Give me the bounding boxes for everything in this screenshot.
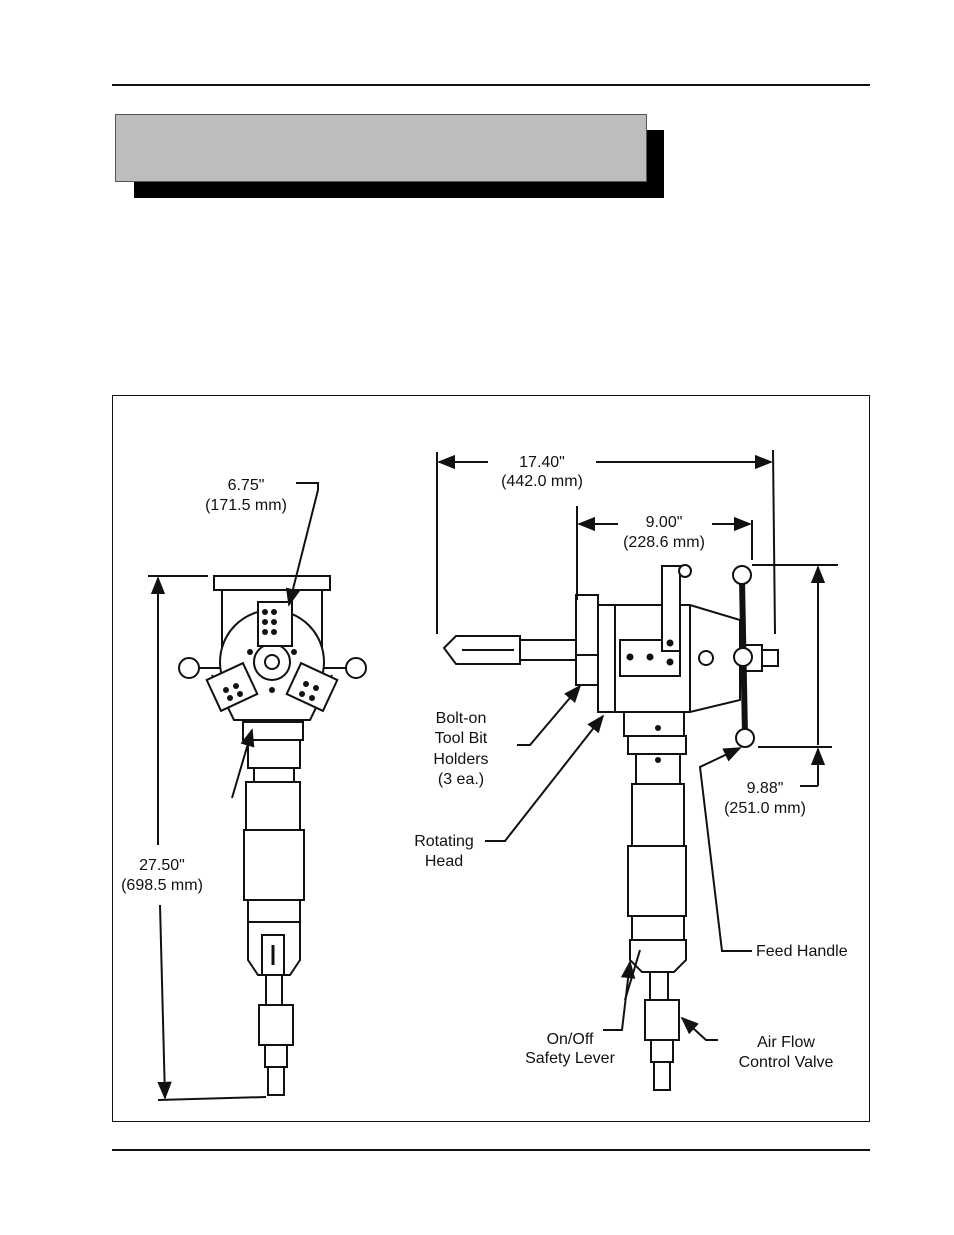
body-length-value: 9.00" — [646, 514, 683, 531]
front-view-drawing — [178, 575, 367, 1096]
front-width-value: 6.75" — [228, 477, 265, 494]
tool-bit-holders-line-2: Tool Bit — [435, 730, 488, 747]
callout-air-valve: Air Flow Control Valve — [680, 1016, 834, 1071]
figure-frame — [112, 395, 870, 1122]
feed-handle-label: Feed Handle — [756, 943, 848, 960]
front-view-bolt-holes — [223, 609, 319, 701]
overall-height-metric: (698.5 mm) — [121, 877, 203, 894]
side-view-drawing — [442, 564, 779, 1091]
handle-height-metric: (251.0 mm) — [724, 800, 806, 817]
title-bar — [115, 114, 647, 182]
callout-feed-handle: Feed Handle — [698, 747, 848, 960]
air-valve-line-2: Control Valve — [739, 1054, 834, 1071]
tool-bit-holders-line-4: (3 ea.) — [438, 771, 484, 788]
dimension-overall-height: 27.50" (698.5 mm) — [121, 575, 267, 1101]
overall-length-value: 17.40" — [519, 454, 565, 471]
tool-bit-holders-line-3: Holders — [433, 751, 488, 768]
callout-safety-lever: On/Off Safety Lever — [525, 960, 636, 1067]
safety-lever-line-1: On/Off — [547, 1031, 594, 1048]
dimension-body-length: 9.00" (228.6 mm) — [576, 506, 753, 600]
header-rule — [112, 84, 870, 86]
dimension-handle-height: 9.88" (251.0 mm) — [724, 564, 838, 817]
front-width-metric: (171.5 mm) — [205, 497, 287, 514]
body-length-metric: (228.6 mm) — [623, 534, 705, 551]
rotating-head-line-1: Rotating — [414, 833, 474, 850]
overall-height-value: 27.50" — [139, 857, 185, 874]
safety-lever-line-2: Safety Lever — [525, 1050, 616, 1067]
callout-tool-bit-holders: Bolt-on Tool Bit Holders (3 ea.) — [433, 684, 582, 788]
handle-height-value: 9.88" — [747, 780, 784, 797]
footer-rule — [112, 1149, 870, 1151]
side-view-bolt-holes — [626, 639, 674, 763]
tool-bit-holders-line-1: Bolt-on — [436, 710, 487, 727]
dimension-front-width: 6.75" (171.5 mm) — [205, 477, 319, 799]
overall-length-metric: (442.0 mm) — [501, 473, 583, 490]
rotating-head-line-2: Head — [425, 853, 463, 870]
dimension-overall-length: 17.40" (442.0 mm) — [436, 449, 776, 635]
air-valve-line-1: Air Flow — [757, 1034, 815, 1051]
callout-rotating-head: Rotating Head — [414, 714, 605, 870]
